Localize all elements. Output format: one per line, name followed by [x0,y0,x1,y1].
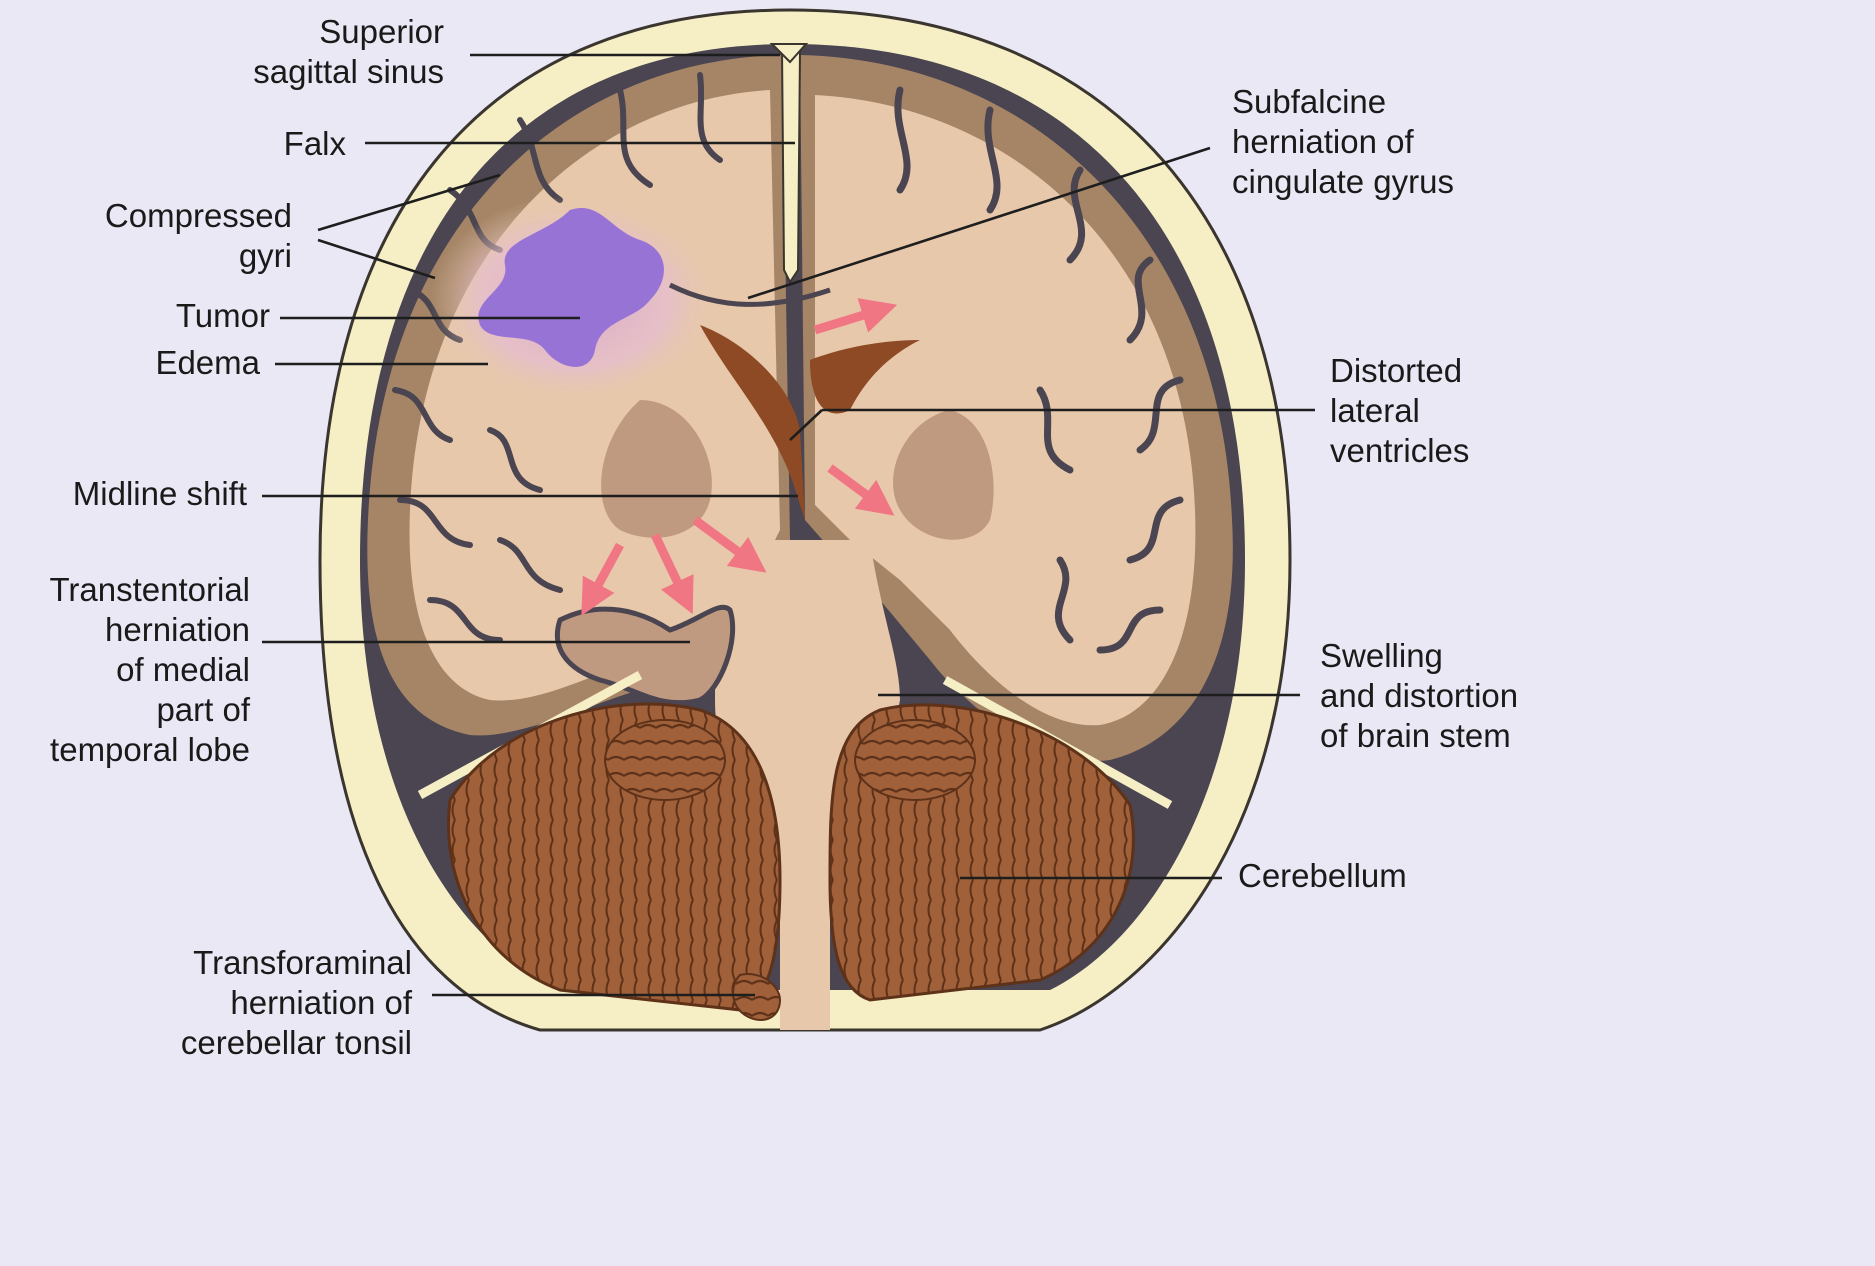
right-cerebellar-lobule [855,720,975,800]
label-superior-sagittal-sinus: Superior sagittal sinus [253,12,444,92]
label-tumor: Tumor [176,296,270,336]
label-distorted-lateral-ventricles: Distorted lateral ventricles [1330,351,1469,471]
falx [782,50,800,282]
label-falx: Falx [284,124,346,164]
label-subfalcine-herniation: Subfalcine herniation of cingulate gyrus [1232,82,1454,202]
brain-herniation-diagram: Superior sagittal sinus Falx Compressed … [0,0,1568,1059]
label-edema: Edema [155,343,260,383]
label-midline-shift: Midline shift [73,474,247,514]
left-cerebellar-lobule [605,720,725,800]
label-swelling-brain-stem: Swelling and distortion of brain stem [1320,636,1518,756]
label-compressed-gyri: Compressed gyri [105,196,292,276]
label-transtentorial-herniation: Transtentorial herniation of medial part… [49,570,250,770]
label-cerebellum: Cerebellum [1238,856,1407,896]
label-transforaminal-herniation: Transforaminal herniation of cerebellar … [181,943,412,1063]
